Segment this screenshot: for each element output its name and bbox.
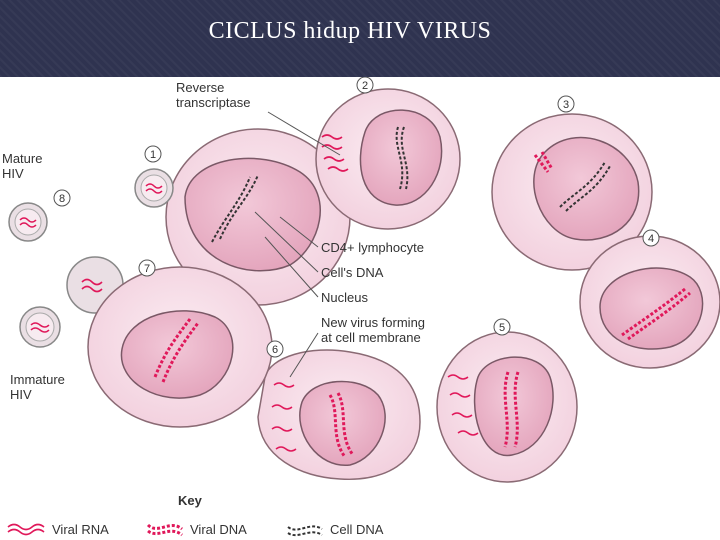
step-number-7: 7 xyxy=(144,263,150,275)
cell-dna-3 xyxy=(559,161,611,212)
nucleus-4 xyxy=(599,267,704,350)
viral-rna-2 xyxy=(321,134,349,172)
viral-dna-4 xyxy=(621,287,691,341)
immature-hiv-virus xyxy=(19,306,61,348)
step-number-6: 6 xyxy=(272,344,278,356)
viral-dna-7 xyxy=(153,318,200,383)
key-viral-dna-label: Viral DNA xyxy=(190,522,247,537)
hiv-life-cycle-diagram: 1 2 3 4 5 6 7 8 Reverse transcriptase Ma… xyxy=(2,77,720,537)
label-new-virus-2: at cell membrane xyxy=(321,330,421,345)
step-3-cell xyxy=(491,113,653,271)
label-nucleus: Nucleus xyxy=(321,290,368,305)
step-1-cell xyxy=(134,128,351,306)
key-cell-dna-label: Cell DNA xyxy=(330,522,384,537)
label-reverse-transcriptase-2: transcriptase xyxy=(176,95,250,110)
viral-dna-5 xyxy=(503,371,520,448)
viral-dna-key-symbol xyxy=(146,523,183,537)
key-legend: Key Viral RNA Viral DNA Cell DNA xyxy=(7,493,384,537)
nucleus-1 xyxy=(184,157,321,272)
title-bar: CICLUS hidup HIV VIRUS xyxy=(0,0,720,77)
step-number-2: 2 xyxy=(362,80,368,92)
label-mature-hiv-1: Mature xyxy=(2,151,42,166)
key-title: Key xyxy=(178,493,203,508)
step-number-1: 1 xyxy=(150,149,156,161)
label-immature-hiv-1: Immature xyxy=(10,372,65,387)
cell-dna-key-symbol xyxy=(287,525,323,537)
nucleus-3 xyxy=(533,136,640,241)
cell-dna-2 xyxy=(395,126,409,190)
label-new-virus-1: New virus forming xyxy=(321,315,425,330)
nucleus-5 xyxy=(473,356,554,456)
step-2-cell xyxy=(315,88,461,230)
viral-rna-6 xyxy=(271,382,297,452)
step-numbers: 1 2 3 4 5 6 7 8 xyxy=(53,77,660,358)
key-viral-rna-label: Viral RNA xyxy=(52,522,109,537)
label-cd4-lymphocyte: CD4+ lymphocyte xyxy=(321,240,424,255)
step-number-4: 4 xyxy=(648,233,654,245)
step-5-cell xyxy=(436,331,578,483)
viral-rna-5 xyxy=(447,374,479,436)
mature-hiv-virus xyxy=(8,202,48,242)
viral-dna-6 xyxy=(328,392,355,458)
leader-lines xyxy=(254,111,341,378)
label-immature-hiv-2: HIV xyxy=(10,387,32,402)
step-number-3: 3 xyxy=(563,99,569,111)
step-number-8: 8 xyxy=(59,193,65,205)
viral-dna-3 xyxy=(533,151,554,173)
label-reverse-transcriptase-1: Reverse xyxy=(176,80,224,95)
slide-title: CICLUS hidup HIV VIRUS xyxy=(208,18,492,44)
step-number-5: 5 xyxy=(499,322,505,334)
step-6-cell xyxy=(257,349,421,481)
viral-rna-key-symbol xyxy=(7,523,45,536)
labels: Reverse transcriptase Mature HIV Immatur… xyxy=(2,80,425,402)
step-7-cell xyxy=(66,256,273,428)
label-mature-hiv-2: HIV xyxy=(2,166,24,181)
label-cells-dna: Cell's DNA xyxy=(321,265,384,280)
step-4-cell xyxy=(579,235,720,369)
cell-dna-1 xyxy=(211,174,259,243)
